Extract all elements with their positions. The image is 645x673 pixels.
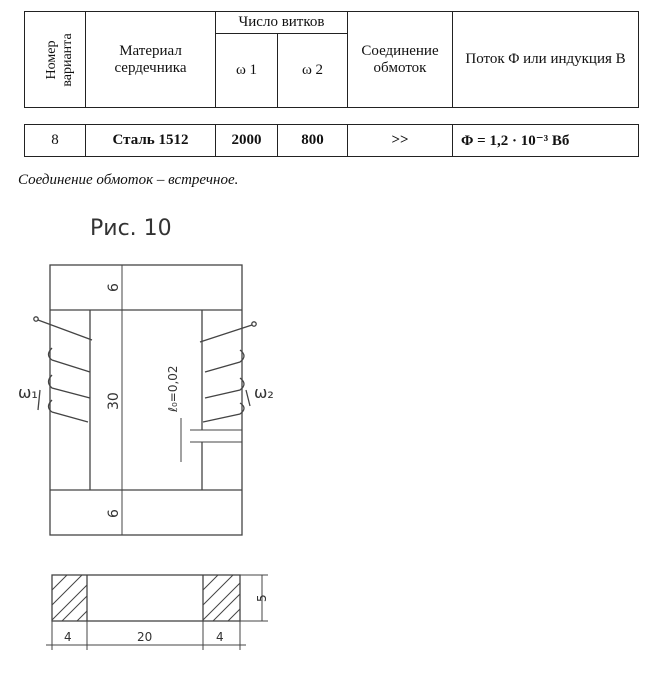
col-material-header: Материал сердечника xyxy=(85,11,216,108)
coil-w2 xyxy=(199,324,253,423)
section-right-label: 4 xyxy=(216,630,224,644)
cell-flux: Φ = 1,2 · 10⁻³ Вб xyxy=(452,124,639,157)
coil-w1 xyxy=(37,319,93,423)
cell-variant: 8 xyxy=(24,124,86,157)
cross-section xyxy=(51,574,241,622)
dim-top: 6 xyxy=(106,283,122,292)
gap-label: ℓ₀=0,02 xyxy=(166,365,180,413)
parameters-table-row: 8 Сталь 1512 2000 800 >> Φ = 1,2 · 10⁻³ … xyxy=(24,124,639,157)
col-w1-header: ω 1 xyxy=(215,33,278,108)
col-turns-header: Число витков xyxy=(214,11,349,34)
col-variant-header: Номер варианта xyxy=(24,11,86,108)
cell-w1: 2000 xyxy=(215,124,278,157)
section-mid-label: 20 xyxy=(137,630,152,644)
cell-w2: 800 xyxy=(277,124,348,157)
cell-material: Сталь 1512 xyxy=(85,124,216,157)
w2-label: ω₂ xyxy=(254,383,274,402)
winding-connection-note: Соединение обмоток – встречное. xyxy=(18,172,239,188)
col-flux-header: Поток Φ или индукция B xyxy=(452,11,640,108)
figure-title: Рис. 10 xyxy=(90,216,172,241)
dim-bottom: 6 xyxy=(106,509,122,518)
parameters-table-header: Номер варианта Материал сердечника Число… xyxy=(24,11,640,108)
cell-connection: >> xyxy=(347,124,453,157)
core-outline xyxy=(49,264,243,536)
core-drawing: Рис. 10 6 30 6 ℓ₀=0,02 ω₁ ω₂ 5 4 20 4 xyxy=(18,216,274,650)
col-w2-header: ω 2 xyxy=(276,33,349,108)
section-left-label: 4 xyxy=(64,630,72,644)
col-connection-header: Соединение обмоток xyxy=(347,11,454,108)
w1-label: ω₁ xyxy=(18,383,38,402)
section-height-label: 5 xyxy=(255,594,269,602)
dim-height: 30 xyxy=(106,392,122,410)
col-variant-label: Номер варианта xyxy=(44,32,75,87)
